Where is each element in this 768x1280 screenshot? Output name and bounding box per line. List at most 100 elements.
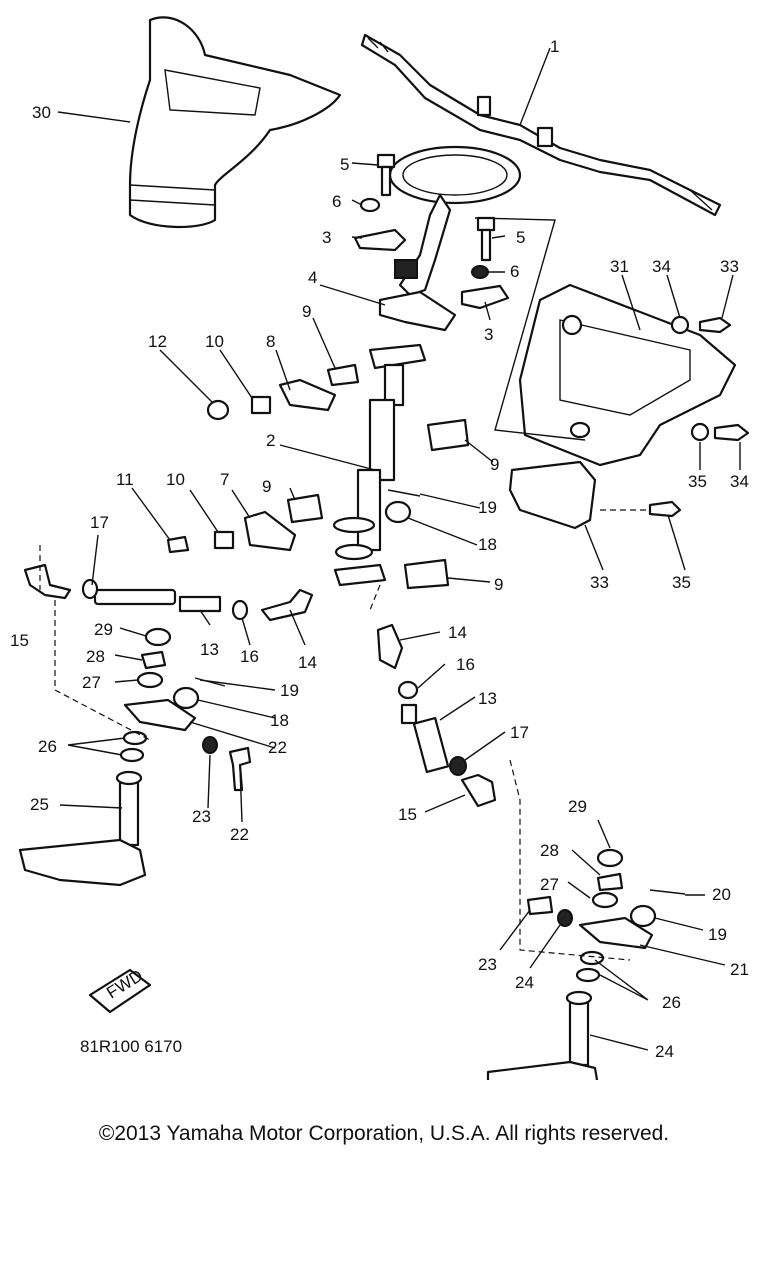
part-ball-joint-15b [460, 773, 497, 808]
part-clip-10b [213, 530, 235, 550]
part-washer-6 [359, 197, 381, 213]
callout-32: 33 [590, 573, 609, 592]
part-bushing-9a [326, 363, 360, 387]
part-nut-29a [144, 627, 172, 647]
callout-9d: 9 [494, 575, 503, 594]
drawing-code: 81R100 6170 [80, 1037, 182, 1056]
part-nut-18 [384, 500, 412, 524]
ref-line [39, 545, 151, 741]
part-washer-23b [557, 909, 573, 927]
part-clip-10 [250, 395, 272, 415]
part-nut-34a [670, 315, 690, 335]
part-boot-13c [400, 703, 418, 725]
part-bracket-7 [243, 510, 297, 552]
copyright-notice: ©2013 Yamaha Motor Corporation, U.S.A. A… [98, 1122, 670, 1145]
callout-29b: 29 [568, 797, 587, 816]
callout-34b: 35 [688, 472, 707, 491]
part-boot-17b [449, 756, 467, 776]
part-handlebar-cover [128, 16, 342, 228]
callout-3: 3 [322, 228, 331, 247]
callout-8: 8 [266, 332, 275, 351]
part-clamp-3b [460, 284, 510, 310]
part-nut-29b [596, 848, 624, 868]
part-knuckle-24 [486, 990, 599, 1080]
part-ball-joint-14b [376, 623, 404, 670]
part-bolt-11 [166, 535, 190, 554]
callout-5: 5 [340, 155, 349, 174]
part-cover-32 [508, 460, 597, 530]
callout-9c: 9 [262, 477, 271, 496]
callout-6: 6 [332, 192, 341, 211]
callout-23: 23 [192, 807, 211, 826]
callout-18: 18 [478, 535, 497, 554]
part-boot-16a [397, 680, 419, 700]
part-bolt-33a [698, 316, 732, 334]
callout-28: 28 [86, 647, 105, 666]
part-bracket-8 [278, 378, 337, 412]
callout-4: 4 [308, 268, 317, 287]
callout-15: 15 [10, 631, 29, 650]
callout-27: 27 [82, 673, 101, 692]
part-pin-28b [596, 872, 624, 892]
callout-22b: 23 [478, 955, 497, 974]
part-knuckle-25 [18, 770, 147, 887]
part-bolt-33b [713, 423, 750, 442]
callout-6b: 6 [510, 262, 519, 281]
callout-21: 22 [268, 738, 287, 757]
leader-lines [57, 47, 741, 1051]
callout-27b: 27 [540, 875, 559, 894]
callout-17: 17 [90, 513, 109, 532]
callout-33: 33 [720, 257, 739, 276]
callout-2: 2 [266, 431, 275, 450]
callout-13: 13 [200, 640, 219, 659]
part-nut-18b [172, 686, 200, 710]
part-bolt-5b [476, 216, 496, 262]
part-ball-joint-14a [260, 588, 314, 622]
part-washer-26d [575, 967, 601, 983]
part-holder-4 [378, 290, 457, 332]
callout-5b: 5 [516, 228, 525, 247]
callout-18c: 19 [708, 925, 727, 944]
part-nut-18c [629, 904, 657, 928]
callout-10b: 10 [166, 470, 185, 489]
callout-29: 29 [94, 620, 113, 639]
callout-35: 35 [672, 573, 691, 592]
callout-17b: 17 [510, 723, 529, 742]
part-bolt-22b [526, 895, 554, 916]
callout-22: 22 [230, 825, 249, 844]
callout-34: 34 [652, 257, 671, 276]
part-washer-26b [119, 747, 145, 763]
callout-7: 7 [220, 470, 229, 489]
callout-numbers: 30 1 5 6 3 5 6 3 4 9 8 10 12 31 34 33 2 … [10, 37, 749, 1061]
callout-23b: 24 [515, 973, 534, 992]
part-bolt-35 [648, 500, 682, 518]
forward-direction-arrow: FWD [88, 966, 152, 1014]
part-tie-rod-left [81, 578, 249, 621]
callout-14: 14 [298, 653, 317, 672]
part-arm-21 [123, 698, 197, 732]
callout-19b: 19 [280, 681, 299, 700]
callout-20: 21 [730, 960, 749, 979]
part-handlebar [360, 33, 722, 297]
part-washer-27a [136, 671, 164, 689]
callout-33b: 34 [730, 472, 749, 491]
callout-18b: 18 [270, 711, 289, 730]
part-washer-23a [202, 736, 218, 754]
part-pin-19 [387, 489, 421, 497]
callout-15b: 15 [398, 805, 417, 824]
steering-parts-diagram: FWD 81R100 6170 30 1 5 6 3 5 6 3 4 9 8 1… [10, 16, 750, 1080]
callout-11: 11 [116, 470, 134, 489]
part-bushing-9d [403, 558, 450, 590]
callout-13b: 13 [478, 689, 497, 708]
part-washer-6b [471, 265, 489, 279]
callout-1: 1 [550, 37, 559, 56]
part-tie-rod-13b [412, 716, 450, 774]
part-nut-12 [206, 399, 230, 421]
part-bushing-9b [426, 418, 470, 452]
callout-9b: 9 [490, 455, 499, 474]
part-washer-26c [579, 950, 605, 966]
callout-3b: 3 [484, 325, 493, 344]
callout-9: 9 [302, 302, 311, 321]
callout-26: 26 [38, 737, 57, 756]
callout-25: 25 [30, 795, 49, 814]
